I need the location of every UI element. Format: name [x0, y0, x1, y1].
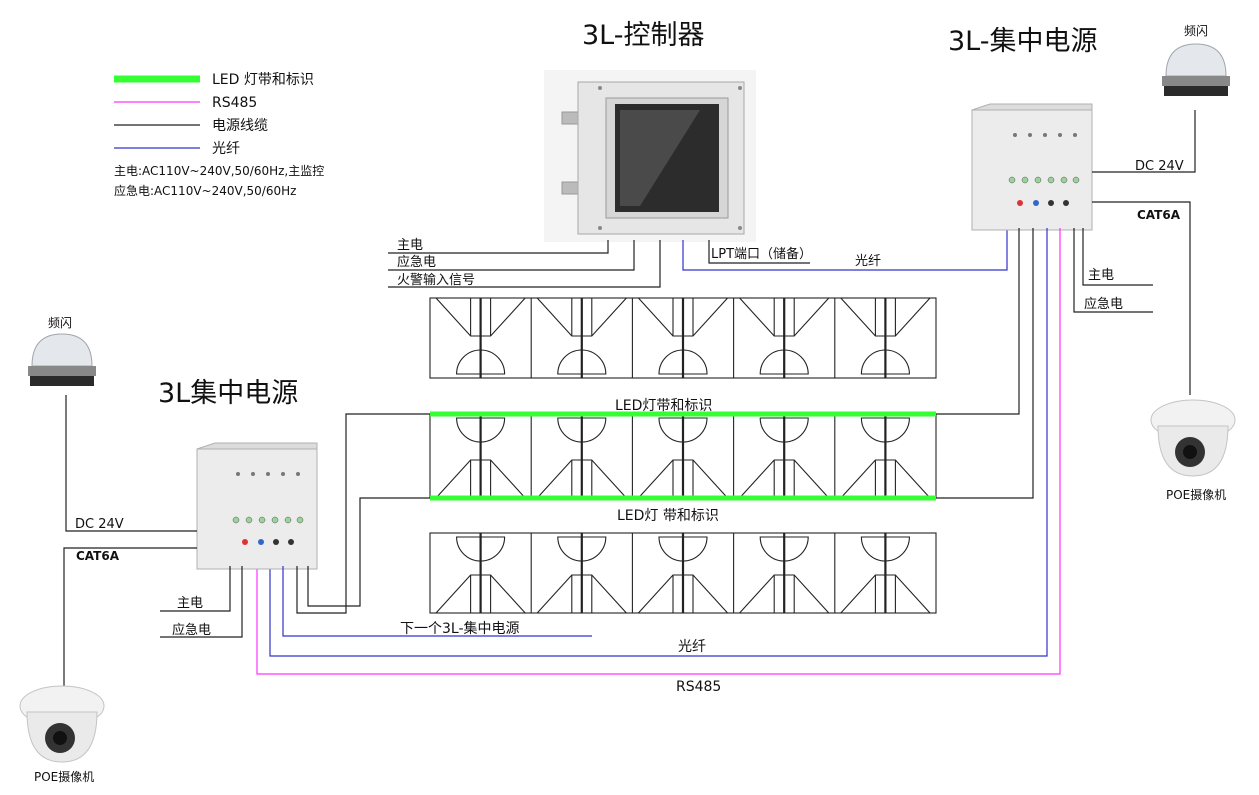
controller-main-power-label: 主电 — [397, 238, 423, 253]
psu-right-cat6a-label: CAT6A — [1137, 208, 1181, 222]
psu-left-cat6a-label: CAT6A — [76, 549, 120, 563]
cubicle-cell — [631, 297, 684, 378]
psu-right-title: 3L-集中电源 — [948, 26, 1098, 57]
cubicle-cell — [733, 533, 785, 614]
legend-power-label: 电源线缆 — [212, 118, 268, 134]
cubicle-cell — [733, 297, 785, 378]
psu-left-unit — [196, 442, 318, 570]
cubicle-cell — [631, 533, 684, 614]
psu-left-main-power-label: 主电 — [177, 596, 203, 611]
legend-fiber-label: 光纤 — [212, 141, 240, 157]
cubicle-cell — [530, 533, 582, 614]
camera-left: POE摄像机 — [19, 685, 105, 784]
camera-right: POE摄像机 — [1150, 399, 1236, 502]
cubicle-cell — [834, 414, 886, 499]
strobe-left: 频闪 — [28, 316, 96, 386]
cubicle-cell — [530, 297, 582, 378]
led-strip-lower-label: LED灯 带和标识 — [617, 508, 719, 524]
legend-led-label: LED 灯带和标识 — [212, 72, 314, 88]
cubicle-cell — [435, 536, 481, 614]
cubicle-cell — [631, 414, 684, 499]
cubicle-cell — [479, 297, 526, 378]
psu-right-main-power-label: 主电 — [1088, 268, 1114, 283]
controller-title: 3L-控制器 — [582, 20, 705, 51]
cubicle-cell — [884, 414, 931, 499]
strobe-right-label: 频闪 — [1184, 24, 1208, 38]
psu-left-emergency-label: 应急电 — [172, 622, 211, 638]
controller-unit — [544, 70, 756, 242]
psu-left-dc24v-label: DC 24V — [75, 517, 124, 532]
strobe-left-label: 频闪 — [48, 316, 72, 330]
controller-lpt-label: LPT端口（储备） — [711, 246, 812, 262]
cubicle-cell — [580, 533, 627, 614]
cubicle-cell — [783, 297, 830, 378]
cubicle-rows — [429, 297, 937, 614]
cubicle-cell — [681, 297, 729, 378]
cubicle-cell — [580, 414, 627, 499]
camera-left-label: POE摄像机 — [34, 769, 94, 784]
strobe-right: 频闪 — [1162, 24, 1230, 96]
cubicle-cell — [884, 297, 931, 378]
cubicle-row-bottom — [429, 532, 937, 614]
cubicle-cell — [681, 414, 729, 499]
cubicle-cell — [783, 533, 830, 614]
controller-emergency-label: 应急电 — [397, 254, 436, 270]
psu-left-title: 3L集中电源 — [158, 378, 298, 409]
cubicle-cell — [479, 533, 526, 614]
cubicle-cell — [884, 533, 931, 614]
strobe-left-dome — [31, 333, 93, 367]
psu-right-unit — [971, 103, 1093, 231]
cubicle-cell — [783, 414, 830, 499]
cubicle-cell — [733, 414, 785, 499]
cubicle-cell — [530, 414, 582, 499]
led-strip-upper-label: LED灯带和标识 — [615, 398, 712, 414]
bottom-rs485-label: RS485 — [676, 679, 721, 695]
cubicle-cell — [681, 533, 729, 614]
cubicle-cell — [580, 297, 627, 378]
cubicle-row-middle — [429, 413, 937, 499]
legend-rs485-label: RS485 — [212, 95, 257, 111]
cubicle-cell — [834, 297, 886, 378]
controller-fiber-label: 光纤 — [855, 254, 881, 269]
bottom-fiber-label: 光纤 — [678, 639, 706, 655]
cubicle-cell — [435, 417, 481, 499]
psu-right-dc24v-label: DC 24V — [1135, 159, 1184, 174]
cubicle-cell — [834, 533, 886, 614]
psu-right-emergency-label: 应急电 — [1084, 296, 1123, 312]
legend-note-emergency: 应急电:AC110V~240V,50/60Hz — [114, 183, 296, 198]
camera-right-label: POE摄像机 — [1166, 487, 1226, 502]
legend: LED 灯带和标识 RS485 电源线缆 光纤 主电:AC110V~240V,5… — [114, 72, 324, 198]
controller-fire-alarm-label: 火警输入信号 — [397, 272, 475, 288]
cubicle-cell — [435, 297, 481, 375]
psu-right-wiring — [256, 110, 1196, 675]
strobe-right-dome — [1165, 43, 1227, 77]
cubicle-cell — [479, 414, 526, 499]
legend-note-main: 主电:AC110V~240V,50/60Hz,主监控 — [114, 164, 324, 178]
psu-left-wiring — [63, 395, 592, 690]
controller-wiring — [388, 230, 1008, 288]
cubicle-row-top — [429, 297, 937, 379]
next-psu-label: 下一个3L-集中电源 — [400, 620, 520, 637]
